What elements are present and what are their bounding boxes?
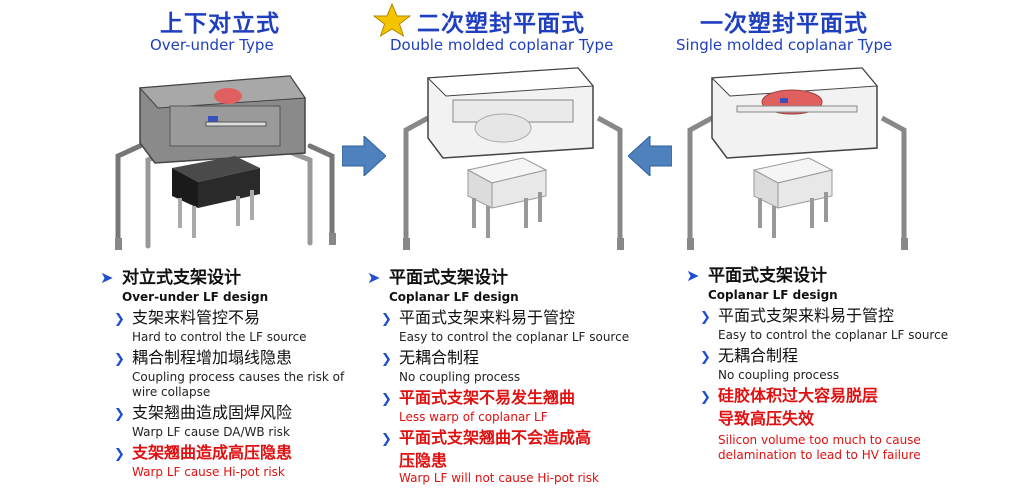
col3-heading-en: Coplanar LF design xyxy=(708,288,838,302)
col1-item2-en: Coupling process causes the risk of xyxy=(132,370,345,384)
triangle-bullet-icon: ➤ xyxy=(686,266,700,285)
chevron-bullet-icon: ❯ xyxy=(700,390,711,405)
single-molded-package-illustration xyxy=(687,67,908,250)
col3-title-en: Single molded coplanar Type xyxy=(676,36,893,54)
col1-title-cn: 上下对立式 xyxy=(160,11,280,37)
col1-item1-cn: 支架来料管控不易 xyxy=(132,308,261,327)
chevron-bullet-icon: ❯ xyxy=(114,447,125,462)
col1-text-section: ➤对立式支架设计 Over-under LF design ❯支架来料管控不易 … xyxy=(100,267,344,480)
chevron-bullet-icon: ❯ xyxy=(381,432,392,447)
col2-text-section: ➤ 平面式支架设计 Coplanar LF design ❯ 平面式支架来料易于管控… xyxy=(367,267,629,486)
col1-title-en: Over-under Type xyxy=(150,36,274,54)
col2-heading-en: Coplanar LF design xyxy=(389,290,519,304)
arrow-right-icon xyxy=(342,136,386,176)
col3-text-section: ➤ 平面式支架设计 Coplanar LF design ❯ 平面式支架来料易于管控… xyxy=(686,265,948,463)
col1-item1-en: Hard to control the LF source xyxy=(132,330,307,344)
arrow-left-icon xyxy=(628,136,672,176)
col1-item4-en: Warp LF cause Hi-pot risk xyxy=(132,465,285,479)
col3-item2-cn: 无耦合制程 xyxy=(718,346,799,365)
col2-item4-cn2: 压隐患 xyxy=(399,451,448,470)
col3-item1-cn: 平面式支架来料易于管控 xyxy=(718,306,895,325)
chevron-bullet-icon: ❯ xyxy=(114,312,125,327)
col2-heading-cn: 平面式支架设计 xyxy=(389,268,508,288)
col1-item2-en2: wire collapse xyxy=(132,385,211,399)
col3-item3-en: Silicon volume too much to cause xyxy=(718,433,921,447)
triangle-bullet-icon: ➤ xyxy=(367,268,381,287)
col3-heading-cn: 平面式支架设计 xyxy=(708,266,827,286)
col3-item3-cn: 硅胶体积过大容易脱层 xyxy=(718,386,879,405)
chevron-bullet-icon: ❯ xyxy=(381,312,392,327)
col1-item2-cn: 耦合制程增加塌线隐患 xyxy=(132,348,293,367)
col2-title-cn: 二次塑封平面式 xyxy=(417,11,585,37)
col1-heading-en: Over-under LF design xyxy=(122,290,269,304)
col1-item4-cn: 支架翘曲造成高压隐患 xyxy=(132,443,293,462)
col3-item2-en: No coupling process xyxy=(718,368,840,382)
chevron-bullet-icon: ❯ xyxy=(381,352,392,367)
col1-heading-cn: 对立式支架设计 xyxy=(122,268,241,288)
chevron-bullet-icon: ❯ xyxy=(700,350,711,365)
col2-title-en: Double molded coplanar Type xyxy=(390,36,614,54)
col2-item3-en: Less warp of coplanar LF xyxy=(399,410,548,424)
col2-item4-en: Warp LF will not cause Hi-pot risk xyxy=(399,471,599,485)
col1-item3-en: Warp LF cause DA/WB risk xyxy=(132,425,290,439)
triangle-bullet-icon: ➤ xyxy=(100,268,114,287)
chevron-bullet-icon: ❯ xyxy=(381,392,392,407)
col3-item3-cn2: 导致高压失效 xyxy=(718,409,815,428)
col2-item4-cn: 平面式支架翘曲不会造成高 xyxy=(399,428,592,447)
col2-item1-en: Easy to control the coplanar LF source xyxy=(399,330,630,344)
star-icon xyxy=(373,2,411,38)
over-under-package-illustration xyxy=(115,75,336,250)
col3-title-cn: 一次塑封平面式 xyxy=(700,11,868,37)
chevron-bullet-icon: ❯ xyxy=(114,352,125,367)
col2-item2-cn: 无耦合制程 xyxy=(399,348,480,367)
chevron-bullet-icon: ❯ xyxy=(700,310,711,325)
col2-item2-en: No coupling process xyxy=(399,370,521,384)
double-molded-package-illustration xyxy=(403,67,624,250)
col3-item3-en2: delamination to lead to HV failure xyxy=(718,448,921,462)
col2-item1-cn: 平面式支架来料易于管控 xyxy=(399,308,576,327)
col3-item1-en: Easy to control the coplanar LF source xyxy=(718,328,949,342)
col2-item3-cn: 平面式支架不易发生翘曲 xyxy=(399,388,576,407)
chevron-bullet-icon: ❯ xyxy=(114,407,125,422)
col1-item3-cn: 支架翘曲造成固焊风险 xyxy=(132,403,293,422)
